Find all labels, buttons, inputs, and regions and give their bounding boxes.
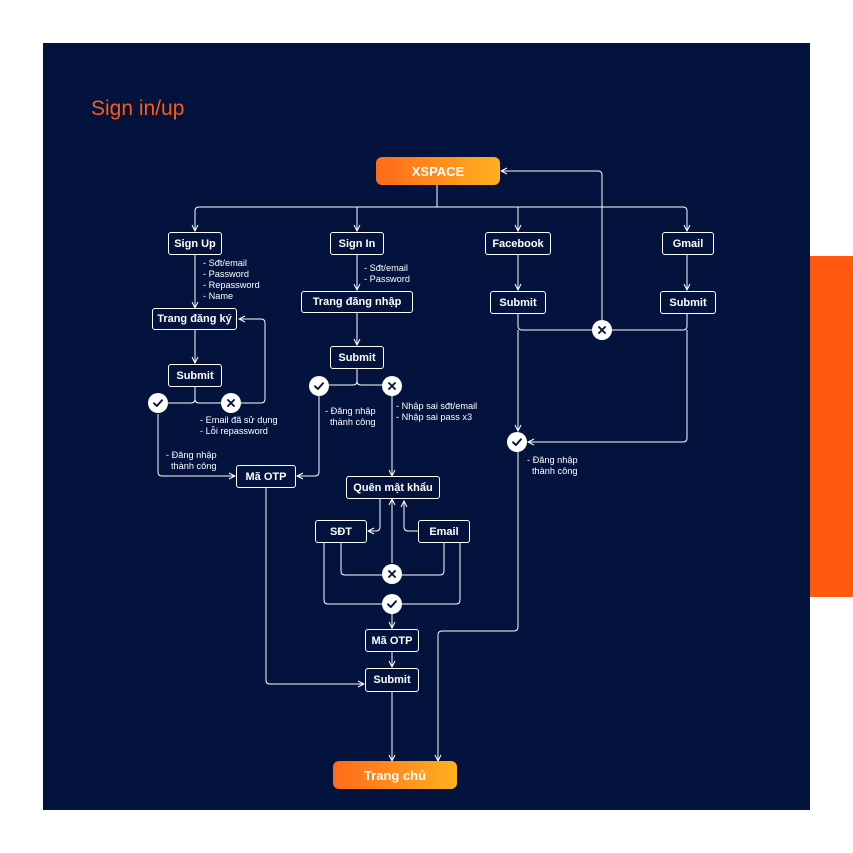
note-line: - Đăng nhập: [527, 455, 578, 465]
note-line: - Repassword: [203, 280, 260, 290]
note-line: - Email đã sử dụng: [200, 415, 278, 425]
signup-success-note: - Đăng nhập thành công: [166, 450, 217, 472]
signin-fields-note: - Sđt/email - Password: [364, 263, 410, 285]
link-signin-fork-x: [356, 380, 383, 386]
note-line: - Nhập sai pass x3: [396, 412, 473, 422]
link-signup-retry: [239, 319, 266, 404]
sign-in-node: Sign In: [330, 232, 384, 255]
close-icon: [592, 320, 612, 340]
note-line: - Password: [203, 269, 249, 279]
note-line: - Name: [203, 291, 234, 301]
check-icon: [148, 393, 168, 413]
submit-final-node: Submit: [365, 668, 419, 692]
link-email-check: [402, 543, 461, 605]
ma-otp-center-node: Mã OTP: [365, 629, 419, 652]
note-line: thành công: [532, 466, 578, 476]
facebook-node: Facebook: [485, 232, 551, 255]
side-accent-bar: [810, 256, 853, 597]
note-line: - Password: [364, 274, 410, 284]
link-email-cross: [402, 543, 445, 576]
email-node: Email: [418, 520, 470, 543]
trang-dang-ky-node: Trang đăng ký: [152, 308, 237, 330]
link-sdt-check: [323, 543, 382, 605]
link-leftotp-submit: [265, 488, 364, 684]
check-icon: [309, 376, 329, 396]
link-email-forgot: [404, 501, 418, 532]
link-forgot-sdt: [368, 499, 381, 531]
note-line: thành công: [171, 461, 217, 471]
trang-dang-nhap-node: Trang đăng nhập: [301, 291, 413, 313]
submit-signin-node: Submit: [330, 346, 384, 369]
link-cross-xspace: [501, 171, 603, 320]
gmail-node: Gmail: [662, 232, 714, 255]
link-signin-fork: [329, 369, 358, 386]
note-line: - Đăng nhập: [325, 406, 376, 416]
link-gm-check: [528, 330, 688, 442]
link-gm-cross: [612, 314, 688, 331]
link-top-bus: [194, 206, 688, 212]
close-icon: [382, 564, 402, 584]
xspace-node: XSPACE: [376, 157, 500, 185]
link-signup-otp: [157, 414, 235, 476]
submit-gmail-node: Submit: [660, 291, 716, 314]
link-signup-fork-x: [194, 398, 221, 404]
note-line: thành công: [330, 417, 376, 427]
note-line: - Sđt/email: [364, 263, 408, 273]
close-icon: [382, 376, 402, 396]
note-line: - Đăng nhập: [166, 450, 217, 460]
link-signin-otp: [297, 396, 320, 476]
submit-signup-node: Submit: [168, 364, 222, 387]
link-fb-cross: [517, 314, 592, 331]
close-icon: [221, 393, 241, 413]
trang-chu-node: Trang chủ: [333, 761, 457, 789]
sign-up-node: Sign Up: [168, 232, 222, 255]
submit-facebook-node: Submit: [490, 291, 546, 314]
link-social-home: [438, 452, 519, 761]
social-success-note: - Đăng nhập thành công: [527, 455, 578, 477]
ma-otp-left-node: Mã OTP: [236, 465, 296, 488]
note-line: - Sđt/email: [203, 258, 247, 268]
signup-errors-note: - Email đã sử dụng - Lỗi repassword: [200, 415, 278, 437]
note-line: - Lỗi repassword: [200, 426, 268, 436]
signup-fields-note: - Sđt/email - Password - Repassword - Na…: [203, 258, 260, 302]
sdt-node: SĐT: [315, 520, 367, 543]
note-line: - Nhập sai sđt/email: [396, 401, 478, 411]
check-icon: [382, 594, 402, 614]
link-sdt-cross: [340, 543, 382, 576]
quen-mat-khau-node: Quên mật khẩu: [346, 476, 440, 499]
signin-success-note: - Đăng nhập thành công: [325, 406, 376, 428]
diagram-title: Sign in/up: [91, 97, 185, 120]
check-icon: [507, 432, 527, 452]
signin-errors-note: - Nhập sai sđt/email - Nhập sai pass x3: [396, 401, 477, 423]
link-signup-fork: [168, 387, 196, 404]
